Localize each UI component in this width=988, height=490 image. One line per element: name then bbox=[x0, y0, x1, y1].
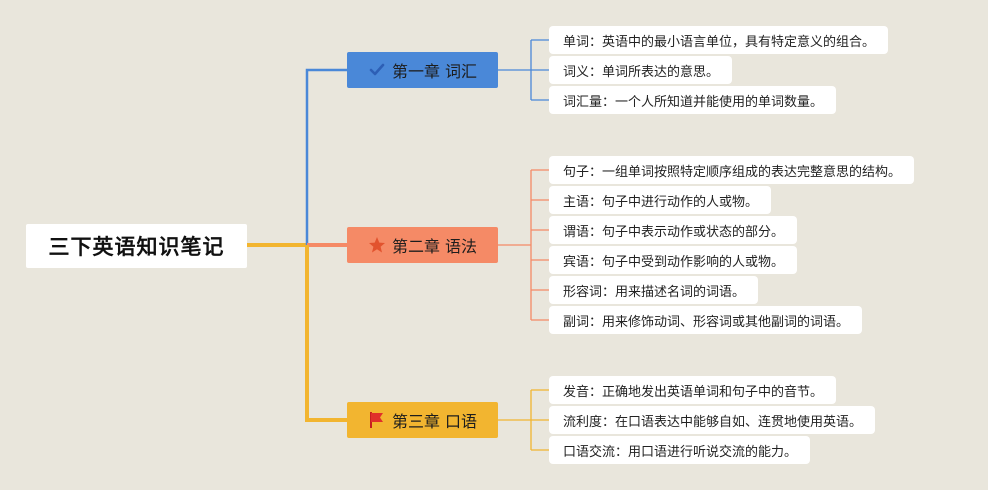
flag-icon bbox=[368, 411, 386, 429]
check-icon bbox=[368, 61, 386, 79]
leaf-connectors-chapter-1 bbox=[498, 39, 549, 101]
leaf-text: 宾语：句子中受到动作影响的人或物。 bbox=[563, 254, 785, 270]
leaf-text: 谓语：句子中表示动作或状态的部分。 bbox=[563, 224, 785, 240]
leaf-text: 主语：句子中进行动作的人或物。 bbox=[563, 194, 759, 210]
leaf-item[interactable]: 句子：一组单词按照特定顺序组成的表达完整意思的结构。 bbox=[549, 156, 915, 184]
leaf-item[interactable]: 发音：正确地发出英语单词和句子中的音节。 bbox=[549, 376, 837, 404]
branch-line-chapter-1 bbox=[305, 68, 347, 245]
leaf-item[interactable]: 主语：句子中进行动作的人或物。 bbox=[549, 186, 772, 214]
chapter-topic-grammar[interactable]: 第二章 语法 bbox=[347, 227, 498, 263]
leaf-item[interactable]: 流利度：在口语表达中能够自如、连贯地使用英语。 bbox=[549, 406, 876, 434]
leaf-text: 单词：英语中的最小语言单位，具有特定意义的组合。 bbox=[563, 34, 876, 50]
leaf-text: 词义：单词所表达的意思。 bbox=[563, 64, 720, 80]
leaf-item[interactable]: 宾语：句子中受到动作影响的人或物。 bbox=[549, 246, 798, 274]
leaf-item[interactable]: 副词：用来修饰动词、形容词或其他副词的词语。 bbox=[549, 306, 863, 334]
chapter-topic-speaking[interactable]: 第三章 口语 bbox=[347, 402, 498, 438]
leaf-item[interactable]: 词汇量：一个人所知道并能使用的单词数量。 bbox=[549, 86, 837, 114]
star-icon bbox=[368, 236, 386, 254]
chapter-label: 第三章 口语 bbox=[391, 412, 478, 431]
leaf-text: 副词：用来修饰动词、形容词或其他副词的词语。 bbox=[563, 314, 850, 330]
branch-line-chapter-3 bbox=[305, 245, 347, 422]
leaf-text: 词汇量：一个人所知道并能使用的单词数量。 bbox=[563, 94, 824, 110]
leaf-item[interactable]: 单词：英语中的最小语言单位，具有特定意义的组合。 bbox=[549, 26, 889, 54]
leaf-item[interactable]: 词义：单词所表达的意思。 bbox=[549, 56, 733, 84]
leaf-text: 流利度：在口语表达中能够自如、连贯地使用英语。 bbox=[563, 414, 863, 430]
leaf-text: 形容词：用来描述名词的词语。 bbox=[563, 284, 746, 300]
chapter-topic-vocabulary[interactable]: 第一章 词汇 bbox=[347, 52, 498, 88]
leaf-text: 口语交流：用口语进行听说交流的能力。 bbox=[563, 444, 798, 460]
leaf-connectors-chapter-2 bbox=[498, 169, 549, 321]
chapter-label: 第二章 语法 bbox=[391, 237, 478, 256]
root-topic[interactable]: 三下英语知识笔记 bbox=[26, 224, 247, 268]
leaf-item[interactable]: 口语交流：用口语进行听说交流的能力。 bbox=[549, 436, 811, 464]
leaf-connectors-chapter-3 bbox=[498, 389, 549, 451]
root-title: 三下英语知识笔记 bbox=[48, 235, 225, 259]
leaf-text: 发音：正确地发出英语单词和句子中的音节。 bbox=[563, 384, 824, 400]
leaf-text: 句子：一组单词按照特定顺序组成的表达完整意思的结构。 bbox=[563, 164, 902, 180]
leaf-item[interactable]: 形容词：用来描述名词的词语。 bbox=[549, 276, 759, 304]
chapter-label: 第一章 词汇 bbox=[391, 62, 478, 81]
leaf-item[interactable]: 谓语：句子中表示动作或状态的部分。 bbox=[549, 216, 798, 244]
